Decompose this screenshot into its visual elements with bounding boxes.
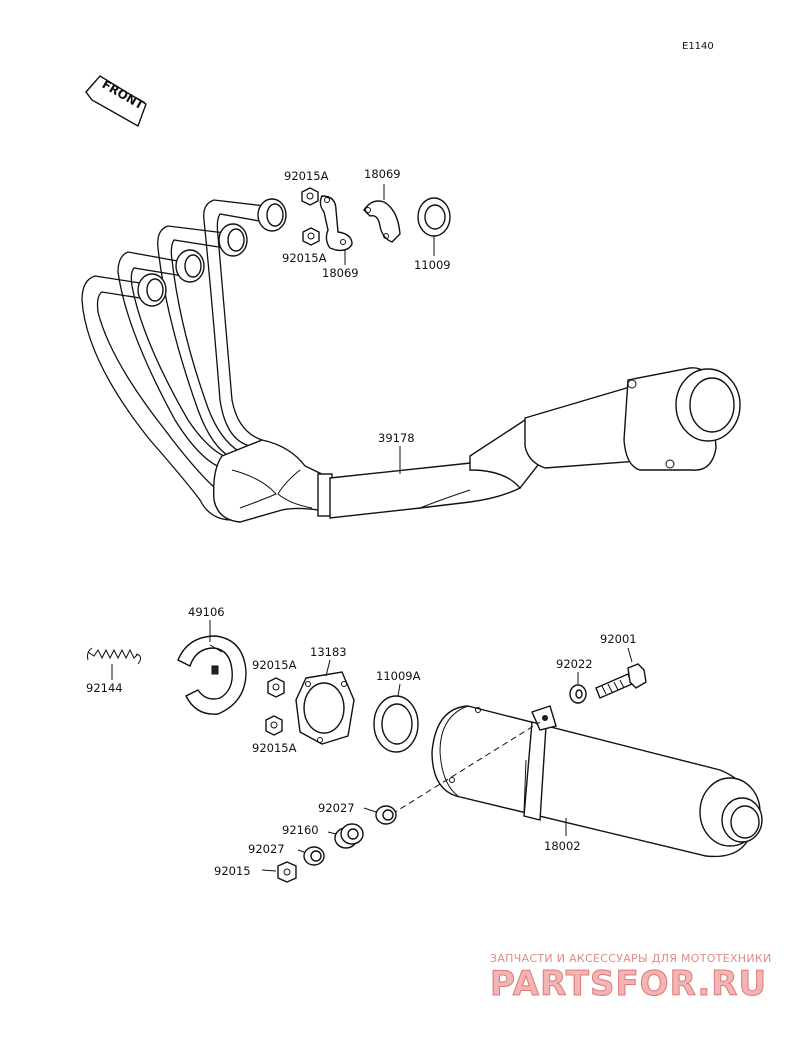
spacer-92160 — [334, 823, 364, 849]
nut-92015A-top — [301, 187, 319, 206]
nut-92015A-mid — [302, 227, 320, 246]
front-arrow-icon: FRONT — [85, 75, 147, 128]
half-ring-49106 — [177, 635, 247, 715]
label-92001: 92001 — [600, 632, 637, 646]
nut-92015 — [277, 861, 297, 883]
label-92027-a: 92027 — [318, 801, 355, 815]
diagram-ref-code: E1140 — [682, 41, 714, 52]
bolt-92001 — [595, 663, 647, 699]
label-92160: 92160 — [282, 823, 319, 837]
gasket-11009A — [373, 695, 419, 753]
grommet-92027-b — [303, 846, 325, 866]
label-92027-b: 92027 — [248, 842, 285, 856]
spring-92144 — [87, 647, 142, 665]
bracket-18069-vertical — [319, 195, 353, 252]
gasket-11009 — [417, 197, 451, 237]
label-92015A-mid: 92015A — [282, 251, 327, 265]
label-92015A-a: 92015A — [252, 658, 297, 672]
label-92015A-top: 92015A — [284, 169, 329, 183]
nut-92015A-b — [265, 715, 283, 736]
label-92015: 92015 — [214, 864, 251, 878]
label-92022: 92022 — [556, 657, 593, 671]
grommet-92027-a — [375, 805, 397, 825]
label-18069-top: 18069 — [364, 167, 401, 181]
label-92015A-b: 92015A — [252, 741, 297, 755]
label-18069-bottom: 18069 — [322, 266, 359, 280]
label-49106: 49106 — [188, 605, 225, 619]
watermark-logo: PARTSFOR.RU — [489, 964, 768, 1005]
clamp-18069-arc — [363, 200, 401, 243]
label-18002: 18002 — [544, 839, 581, 853]
label-13183: 13183 — [310, 645, 347, 659]
muffler-18002 — [431, 705, 763, 858]
watermark-tagline: ЗАПЧАСТИ И АКСЕССУАРЫ ДЛЯ МОТОТЕХНИКИ — [490, 952, 772, 965]
header-pipe-assembly — [81, 198, 741, 523]
nut-92015A-a — [267, 677, 285, 698]
label-11009: 11009 — [414, 258, 451, 272]
flange-13183 — [295, 671, 355, 745]
label-92144: 92144 — [86, 681, 123, 695]
washer-92022 — [569, 684, 587, 704]
label-11009A: 11009A — [376, 669, 421, 683]
label-39178: 39178 — [378, 431, 415, 445]
